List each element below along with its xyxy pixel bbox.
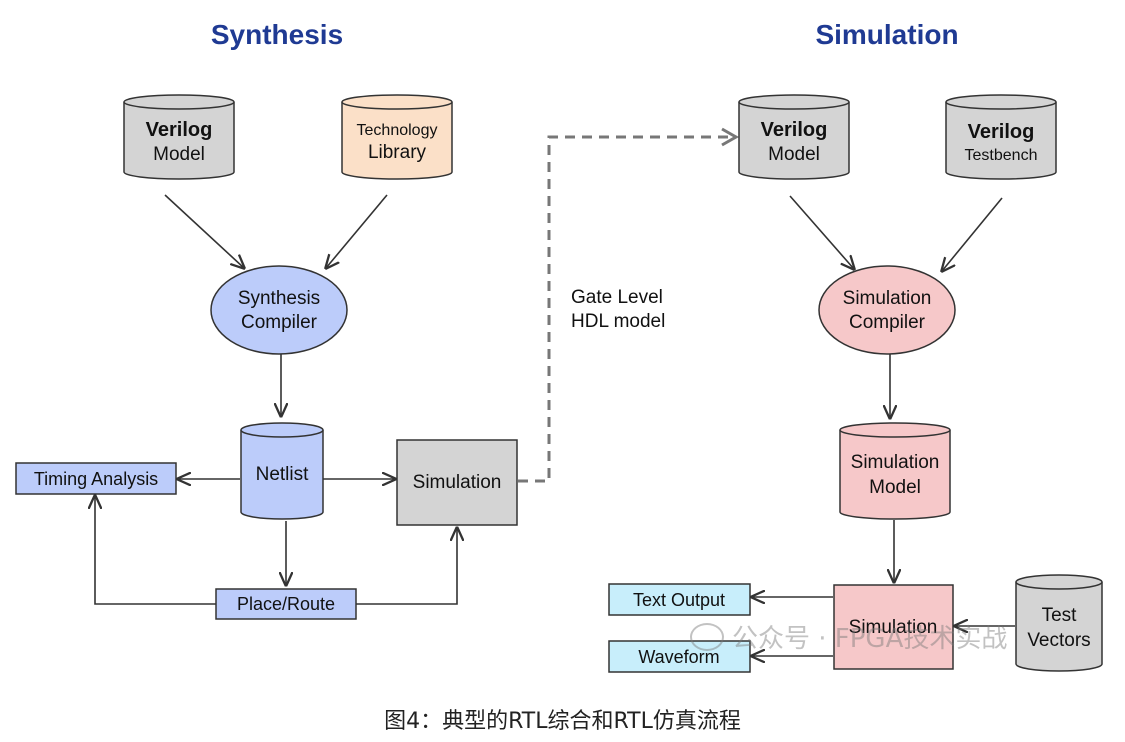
watermark-text: 公众号 · FPGA技术实战 (732, 624, 1008, 654)
watermark: 公众号 · FPGA技术实战 (690, 618, 1007, 655)
simmodel-line1: Simulation (851, 452, 940, 473)
sim-verilog-model-cylinder: Verilog Model (738, 94, 850, 180)
gate-simulation-box: Simulation (396, 439, 518, 526)
figure-caption: 图4：典型的RTL综合和RTL仿真流程 (384, 709, 741, 734)
text-output-box: Text Output (608, 583, 751, 616)
edge-testbench-to-simcomp (942, 197, 1003, 271)
gate-level-hdl-label: Gate Level HDL model (571, 287, 665, 332)
vectors-label: Vectors (1027, 630, 1090, 651)
place-route-box: Place/Route (215, 588, 357, 620)
syn-model-label: Model (153, 144, 205, 165)
syncomp-line2: Compiler (241, 312, 318, 333)
timing-analysis-box: Timing Analysis (15, 462, 177, 495)
edge-simverilog-to-simcomp (789, 195, 854, 269)
simulation-model-cylinder: Simulation Model (839, 422, 951, 520)
testbench-verilog-label: Verilog (968, 121, 1035, 143)
text-output-label: Text Output (633, 590, 725, 610)
dashed-arrowhead (721, 127, 740, 147)
gate-level-line1: Gate Level (571, 287, 663, 308)
library-label: Library (368, 142, 427, 163)
verilog-testbench-cylinder: Verilog Testbench (945, 94, 1057, 180)
technology-library-cylinder: Technology Library (341, 94, 453, 180)
edge-verilog-to-syncomp (164, 194, 244, 268)
wechat-icon (690, 623, 724, 651)
gate-simulation-label: Simulation (413, 472, 502, 493)
simulation-title: Simulation (815, 19, 958, 50)
edge-placeroute-to-timing (95, 496, 216, 605)
test-label: Test (1042, 605, 1078, 626)
waveform-box: Waveform (608, 640, 751, 673)
edge-techlib-to-syncomp (326, 194, 388, 268)
syncomp-line1: Synthesis (238, 288, 320, 309)
gate-level-line2: HDL model (571, 311, 665, 332)
edge-placeroute-to-simulation (356, 528, 457, 605)
simulation-compiler-ellipse: Simulation Compiler (818, 265, 956, 355)
synthesis-title: Synthesis (211, 19, 343, 50)
netlist-label: Netlist (256, 464, 310, 485)
synthesis-compiler-ellipse: Synthesis Compiler (210, 265, 348, 355)
edges (95, 127, 1015, 656)
sim-model-label: Model (768, 144, 820, 165)
rtl-simulation-box: Simulation (833, 584, 954, 670)
syn-verilog-model-cylinder: Verilog Model (123, 94, 235, 180)
technology-label: Technology (357, 122, 438, 139)
timing-analysis-label: Timing Analysis (34, 469, 158, 489)
netlist-cylinder: Netlist (240, 422, 324, 520)
sim-verilog-label: Verilog (761, 119, 828, 141)
place-route-label: Place/Route (237, 594, 335, 614)
simcomp-line1: Simulation (843, 288, 932, 309)
edge-gate-level-dashed (518, 135, 733, 483)
testbench-label: Testbench (965, 147, 1038, 164)
syn-verilog-label: Verilog (146, 119, 213, 141)
test-vectors-cylinder: Test Vectors (1015, 574, 1103, 672)
rtl-simulation-label: Simulation (849, 617, 938, 638)
waveform-label: Waveform (638, 647, 719, 667)
simcomp-line2: Compiler (849, 312, 926, 333)
simmodel-line2: Model (869, 477, 921, 498)
